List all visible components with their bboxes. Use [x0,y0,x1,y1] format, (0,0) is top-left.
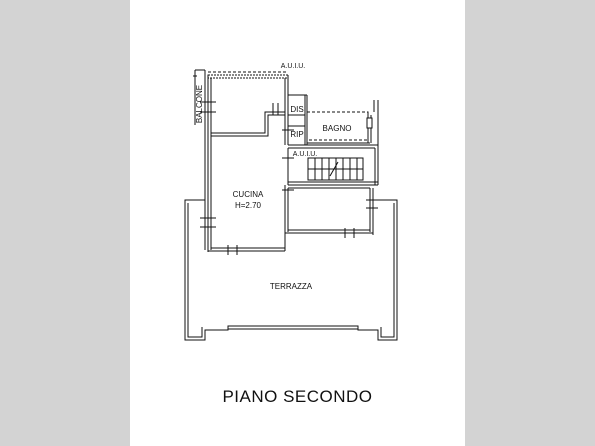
rip-label: RIP [290,130,303,139]
stair-block [287,144,379,186]
wall-openings [200,101,378,255]
auiu-top-label: A.U.I.U. [281,63,306,70]
bagno-label: BAGNO [323,124,352,133]
floor-title: PIANO SECONDO [222,387,373,406]
balcone-label: BALCONE [195,85,204,123]
terrazza-label: TERRAZZA [270,282,313,291]
floor-plan: A.U.I.U. BALCONE DIS RIP BAGNO A.U.I.U. … [184,63,398,341]
auiu-mid-label: A.U.I.U. [293,151,318,158]
apartment-walls [207,71,379,252]
dis-label: DIS [290,105,303,114]
right-room-walls [208,185,374,252]
cucina-height-label: H=2.70 [235,201,262,210]
terrazza-outline [184,199,398,341]
balcone-walls [193,69,206,250]
drawing-sheet: A.U.I.U. BALCONE DIS RIP BAGNO A.U.I.U. … [130,0,465,446]
cucina-label: CUCINA [233,190,264,199]
